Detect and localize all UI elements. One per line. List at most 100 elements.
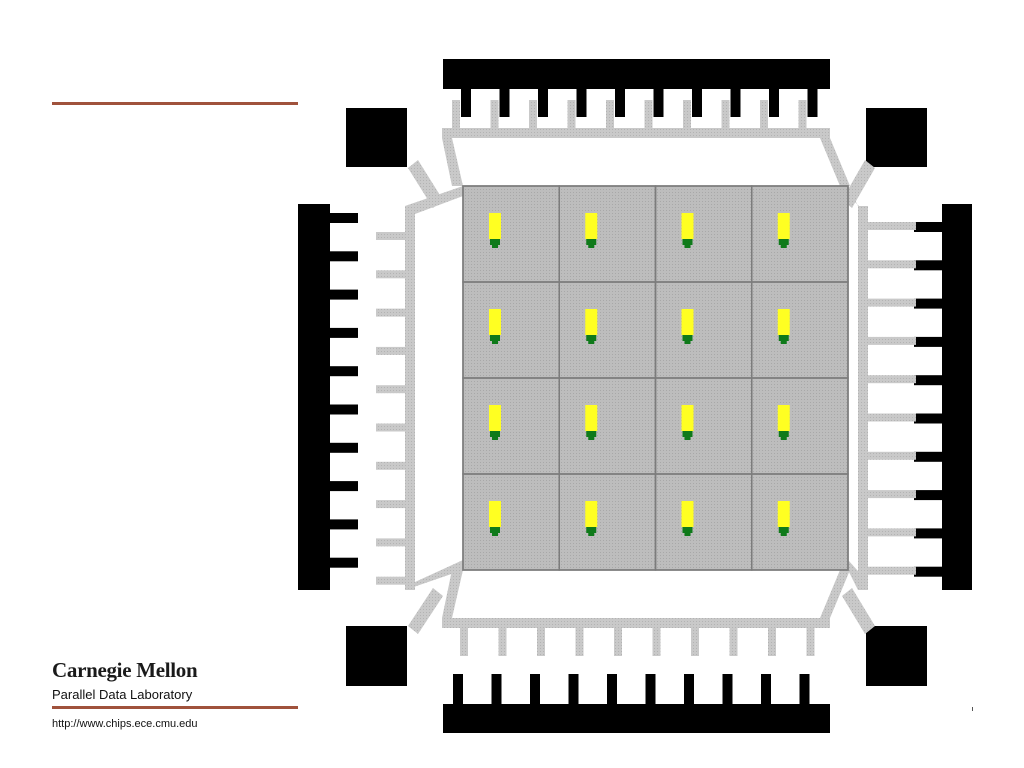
- component-yellow: [681, 501, 694, 527]
- component-yellow: [777, 501, 790, 527]
- pin-top: [615, 89, 625, 117]
- pin-bottom: [491, 674, 502, 704]
- component-green-tip: [780, 437, 787, 440]
- pin-right: [914, 298, 942, 309]
- pin-left: [330, 289, 358, 300]
- component-green: [778, 335, 789, 341]
- lead-finger-right: [868, 528, 916, 537]
- component-green-tip: [492, 533, 498, 536]
- pins-left: [330, 213, 358, 568]
- org-name: Carnegie Mellon: [52, 658, 198, 682]
- component-green-tip: [588, 437, 595, 440]
- component-green-tip: [780, 245, 787, 248]
- component-green-tip: [588, 533, 595, 536]
- lead-finger-top: [644, 100, 653, 130]
- pin-left: [330, 557, 358, 568]
- lead-finger-top: [721, 100, 730, 130]
- lead-finger-left: [376, 308, 406, 317]
- component-yellow: [777, 405, 790, 431]
- die-cell-grid: [462, 185, 849, 571]
- pin-left: [330, 366, 358, 377]
- pin-top: [653, 89, 664, 117]
- lead-finger-right: [868, 490, 916, 499]
- lead-finger-bottom: [460, 626, 468, 656]
- lead-finger-top: [452, 100, 460, 130]
- pin-right: [914, 566, 942, 577]
- footer-url[interactable]: http://www.chips.ece.cmu.edu: [52, 718, 198, 730]
- lead-finger-bottom: [768, 626, 776, 656]
- lead-finger-left: [376, 270, 406, 279]
- component-green-tip: [780, 341, 787, 344]
- component-yellow: [777, 213, 790, 239]
- component-green-tip: [492, 341, 498, 344]
- lead-finger-left: [376, 232, 406, 240]
- component-yellow: [681, 405, 694, 431]
- component-yellow: [681, 213, 694, 239]
- component-green-tip: [492, 437, 498, 440]
- component-green: [682, 431, 693, 437]
- lead-finger-bottom: [537, 626, 545, 656]
- pin-bottom: [761, 674, 771, 704]
- pin-right: [914, 413, 942, 424]
- pin-bottom: [607, 674, 617, 704]
- pin-left: [330, 404, 358, 415]
- lead-finger-left: [376, 346, 406, 355]
- lead-finger-right: [868, 336, 916, 345]
- component-green-tip: [684, 533, 691, 536]
- component-yellow: [489, 309, 501, 335]
- pin-top: [461, 89, 471, 117]
- component-green: [682, 527, 693, 533]
- pin-right: [914, 336, 942, 347]
- component-yellow: [585, 309, 598, 335]
- component-yellow: [489, 405, 501, 431]
- lead-finger-right: [868, 451, 916, 460]
- component-green: [778, 527, 789, 533]
- lead-finger-left: [376, 500, 406, 509]
- footer-accent-rule: [52, 706, 298, 709]
- corner-pad-bottom-right: [866, 626, 927, 686]
- lead-finger-right: [868, 566, 916, 575]
- lead-finger-right: [868, 375, 916, 384]
- pin-bottom: [799, 674, 810, 704]
- pin-bar-top: [443, 59, 830, 89]
- top-accent-rule: [52, 102, 298, 105]
- component-green-tip: [492, 245, 498, 248]
- pin-top: [730, 89, 741, 117]
- corner-pad-top-right: [866, 108, 927, 167]
- pin-left: [330, 251, 358, 262]
- lead-finger-bottom: [729, 626, 738, 656]
- pin-bar-left: [298, 204, 330, 590]
- pin-bottom: [568, 674, 579, 704]
- pin-left: [330, 481, 358, 492]
- lead-finger-left: [376, 538, 406, 547]
- lead-finger-bottom: [614, 626, 622, 656]
- pin-top: [499, 89, 510, 117]
- pin-bottom: [453, 674, 463, 704]
- lead-finger-right: [868, 298, 916, 307]
- lead-finger-bottom: [691, 626, 699, 656]
- component-green: [586, 431, 597, 437]
- die-cell: [751, 473, 849, 571]
- pin-bottom: [645, 674, 656, 704]
- lead-finger-right: [868, 260, 916, 269]
- lead-finger-right: [868, 413, 916, 422]
- lead-fingers: [376, 100, 916, 656]
- component-green: [778, 239, 789, 245]
- pins-right: [914, 222, 942, 577]
- component-green-tip: [588, 341, 595, 344]
- component-yellow: [489, 213, 501, 239]
- component-green: [778, 431, 789, 437]
- pin-right: [914, 375, 942, 386]
- pins-bottom: [453, 674, 810, 704]
- lead-finger-top: [529, 100, 537, 130]
- component-yellow: [489, 501, 501, 527]
- lead-finger-right: [868, 222, 916, 230]
- pin-right: [914, 490, 942, 501]
- lead-finger-left: [376, 385, 406, 394]
- corner-pad-bottom-left: [346, 626, 407, 686]
- pins-top: [461, 89, 818, 117]
- pin-top: [538, 89, 548, 117]
- component-yellow: [585, 405, 598, 431]
- pin-right: [914, 451, 942, 462]
